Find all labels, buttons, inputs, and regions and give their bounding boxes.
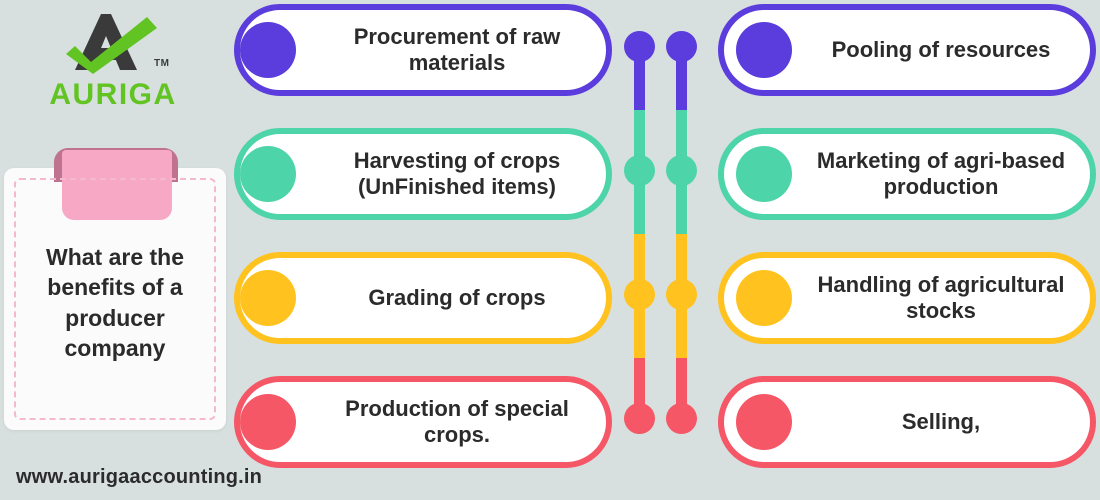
footer-website-url[interactable]: www.aurigaaccounting.in	[16, 466, 263, 488]
pill-bullet-dot-icon	[736, 394, 792, 450]
connector-node-dot-icon	[623, 154, 655, 186]
pill-label: Selling,	[901, 408, 981, 434]
question-clipboard-card: What are the benefits of a producer comp…	[4, 148, 226, 430]
benefit-pill-teal-right[interactable]: Marketing of agri-based production	[718, 128, 1096, 220]
connector-rails	[623, 0, 712, 460]
pill-bullet-dot-icon	[736, 270, 792, 326]
brand-logo-block: TM AURIGA	[18, 8, 208, 128]
clipboard-dashed-border	[14, 178, 216, 420]
connector-segment	[633, 170, 645, 235]
pill-bullet-dot-icon	[736, 22, 792, 78]
connector-segment	[675, 294, 687, 359]
connector-segment	[633, 294, 645, 359]
connector-node-dot-icon	[665, 154, 697, 186]
benefit-pill-yellow-left[interactable]: Grading of crops	[234, 252, 612, 344]
pill-label: Procurement of raw materials	[353, 23, 561, 75]
benefit-pill-yellow-right[interactable]: Handling of agricultural stocks	[718, 252, 1096, 344]
connector-segment	[675, 170, 687, 235]
connector-segment	[675, 46, 687, 111]
pill-label: Grading of crops	[368, 284, 546, 310]
clipboard-clip-icon	[62, 150, 172, 220]
connector-segment	[633, 46, 645, 111]
connector-node-dot-icon	[665, 402, 697, 434]
pill-label: Marketing of agri-based production	[816, 147, 1066, 199]
benefit-pill-teal-left[interactable]: Harvesting of crops (UnFinished items)	[234, 128, 612, 220]
pill-label: Harvesting of crops (UnFinished items)	[353, 147, 561, 199]
pill-bullet-dot-icon	[240, 270, 296, 326]
auriga-a-checkmark-logo-icon	[66, 14, 157, 74]
benefit-pill-red-left[interactable]: Production of special crops.	[234, 376, 612, 468]
pill-label: Pooling of resources	[831, 36, 1051, 62]
benefit-pill-red-right[interactable]: Selling,	[718, 376, 1096, 468]
pill-label: Handling of agricultural stocks	[817, 271, 1065, 323]
benefit-pill-purple-right[interactable]: Pooling of resources	[718, 4, 1096, 96]
brand-name: AURIGA	[49, 78, 177, 111]
pill-bullet-dot-icon	[240, 394, 296, 450]
trademark-symbol: TM	[154, 58, 170, 69]
connector-node-dot-icon	[623, 30, 655, 62]
pill-bullet-dot-icon	[736, 146, 792, 202]
pill-bullet-dot-icon	[240, 146, 296, 202]
connector-node-dot-icon	[623, 402, 655, 434]
pill-label: Production of special crops.	[345, 395, 569, 447]
question-text: What are the benefits of a producer comp…	[45, 244, 185, 362]
connector-node-dot-icon	[665, 278, 697, 310]
benefit-pill-purple-left[interactable]: Procurement of raw materials	[234, 4, 612, 96]
pill-bullet-dot-icon	[240, 22, 296, 78]
connector-node-dot-icon	[623, 278, 655, 310]
connector-node-dot-icon	[665, 30, 697, 62]
